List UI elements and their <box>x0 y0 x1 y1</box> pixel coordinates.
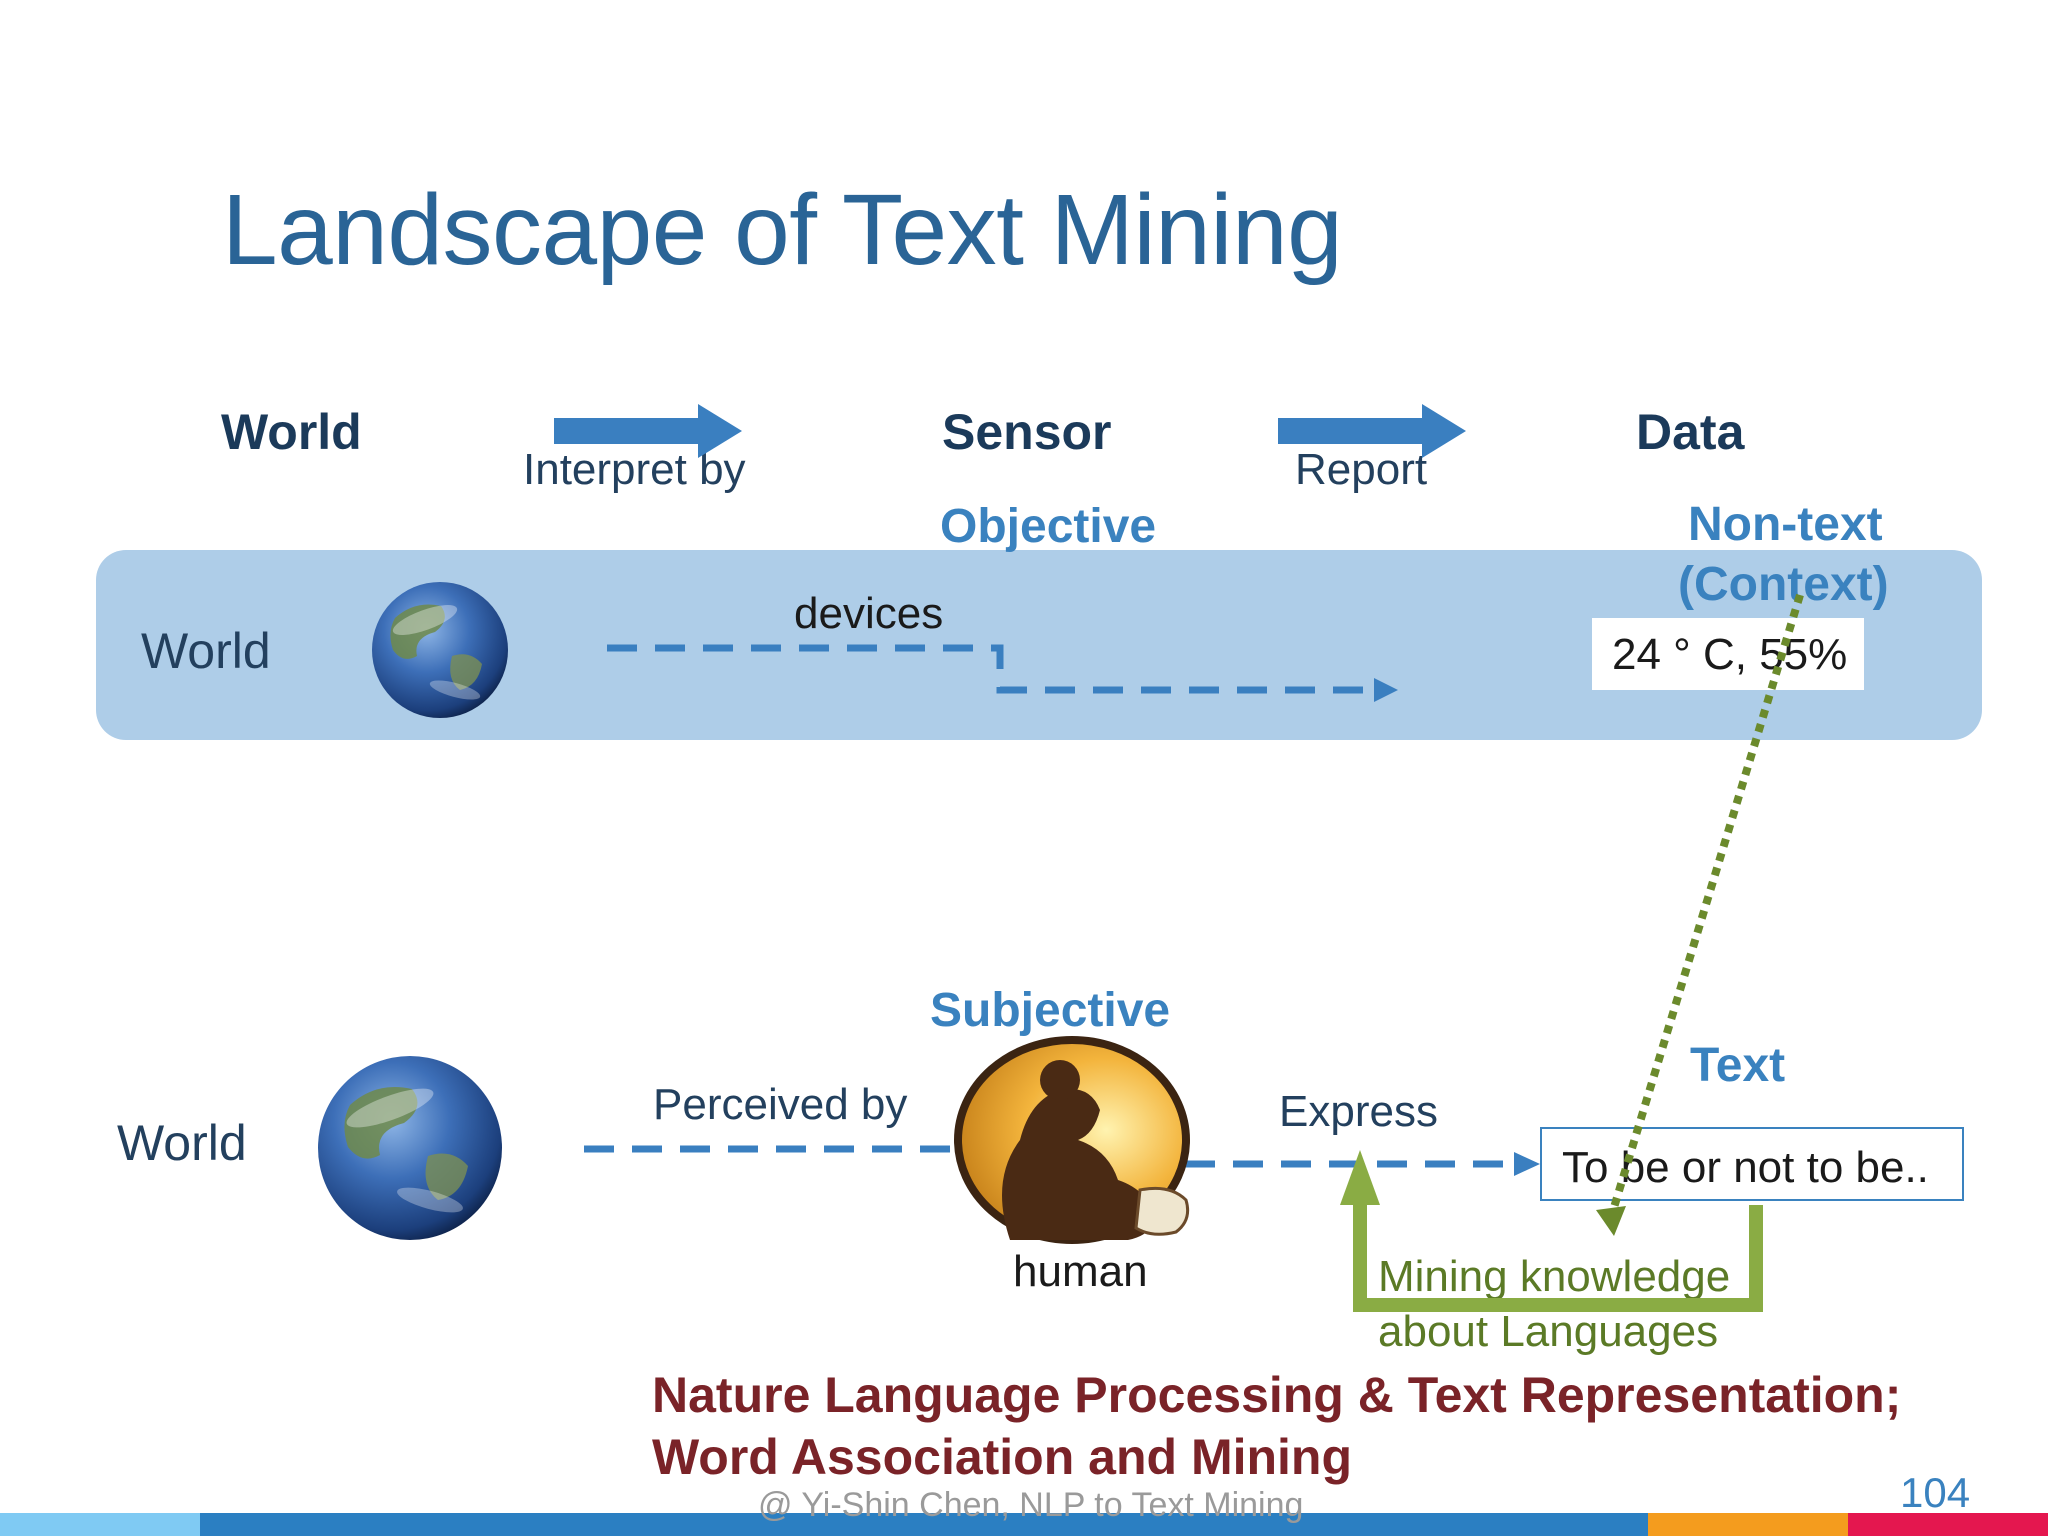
sensor-reading-box <box>1592 618 1864 690</box>
earth-globe-icon <box>372 582 508 718</box>
topics-line2: Word Association and Mining <box>652 1429 1352 1485</box>
arrow-head-icon <box>1374 678 1398 702</box>
nontext-heading-line1: Non-text <box>1688 498 1883 551</box>
objective-heading: Objective <box>940 500 1157 553</box>
text-heading: Text <box>1690 1039 1786 1092</box>
human-label: human <box>1013 1247 1148 1296</box>
context-link-line <box>1608 593 1804 1216</box>
topics-line1: Nature Language Processing & Text Repres… <box>652 1367 1902 1423</box>
nontext-heading-line2: (Context) <box>1678 558 1889 611</box>
mining-knowledge-line1: Mining knowledge <box>1378 1252 1731 1301</box>
text-example-box <box>1540 1127 1964 1201</box>
subjective-heading: Subjective <box>930 984 1171 1037</box>
footer-bar-segment <box>1848 1513 2048 1536</box>
devices-flow-line <box>607 644 1376 694</box>
footer-bar-segment <box>200 1513 1648 1536</box>
footer-credit: @ Yi-Shin Chen, NLP to Text Mining <box>758 1486 1304 1524</box>
header-world: World <box>221 404 362 460</box>
report-label: Report <box>1295 445 1428 494</box>
express-label: Express <box>1279 1087 1438 1136</box>
mining-knowledge-line2: about Languages <box>1378 1307 1719 1356</box>
page-number: 104 <box>1900 1469 1971 1516</box>
slide-title: Landscape of Text Mining <box>222 174 1343 286</box>
sensor-reading: 24 ° C, 55% <box>1612 630 1848 679</box>
subjective-world-label: World <box>117 1115 247 1171</box>
arrow-head-icon <box>1596 1206 1626 1236</box>
arrow-right-icon <box>554 404 742 458</box>
arrow-up-icon <box>1340 1150 1380 1205</box>
text-example: To be or not to be.. <box>1562 1143 1929 1192</box>
earth-globe-icon <box>318 1056 502 1240</box>
perceived-by-label: Perceived by <box>653 1080 908 1129</box>
interpret-by-label: Interpret by <box>523 445 746 494</box>
thinker-human-icon <box>954 1036 1190 1244</box>
objective-world-label: World <box>141 623 271 679</box>
devices-label: devices <box>794 589 944 638</box>
header-sensor: Sensor <box>942 404 1112 460</box>
mining-loop <box>1353 1205 1763 1312</box>
arrow-right-icon <box>1278 404 1466 458</box>
header-data: Data <box>1636 404 1745 460</box>
footer-bar-segment <box>1648 1513 1848 1536</box>
arrow-head-icon <box>1514 1152 1540 1176</box>
footer-bar-segment <box>0 1513 200 1536</box>
